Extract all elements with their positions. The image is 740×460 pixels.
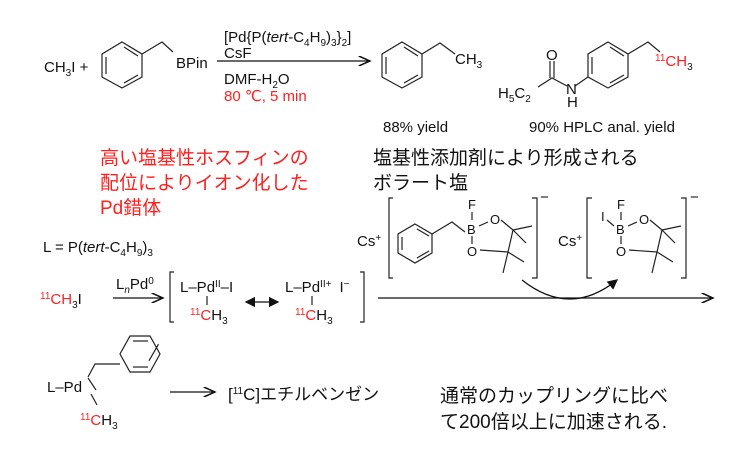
iodo-borate-salt: Cs+ − I F B O O (558, 189, 699, 279)
svg-text:配位によりイオン化した: 配位によりイオン化した (100, 172, 309, 194)
svg-text:Cs+: Cs+ (558, 233, 582, 250)
product1-yield: 88% yield (383, 119, 448, 136)
base-label: CsF (224, 45, 252, 62)
svg-text:11CH3: 11CH3 (295, 307, 333, 327)
svg-text:ボラート塩: ボラート塩 (373, 172, 468, 194)
svg-text:11CH3: 11CH3 (655, 53, 693, 73)
iodide-transfer-curved-arrow (521, 279, 619, 300)
temperature-time-label: 80 ℃, 5 min (224, 88, 307, 105)
svg-text:L–PdII+I−: L–PdII+I− (285, 279, 350, 296)
svg-text:F: F (468, 197, 476, 212)
labeled-amide-product: O N H H5C2 11CH3 90% HPLC anal. yield (498, 41, 693, 136)
svg-text:高い塩基性ホスフィンの: 高い塩基性ホスフィンの (100, 147, 309, 169)
conclusion-note: 通常のカップリングに比べ て200倍以上に加速される. (440, 385, 668, 433)
svg-text:て200倍以上に加速される.: て200倍以上に加速される. (440, 411, 667, 433)
svg-text:F: F (617, 197, 625, 212)
svg-text:−: − (690, 189, 699, 206)
red-note: 高い塩基性ホスフィンの 配位によりイオン化した Pd錯体 (100, 147, 309, 219)
svg-text:11CH3: 11CH3 (190, 307, 228, 327)
catalyst-label: [Pd{P(tert-C4H9)3}2] (224, 29, 351, 49)
reaction-conditions: [Pd{P(tert-C4H9)3}2] CsF DMF-H2O 80 ℃, 5… (217, 29, 370, 105)
svg-text:−: − (540, 189, 549, 206)
borate-note: 塩基性添加剤により形成される ボラート塩 (373, 147, 639, 194)
svg-text:L–PdII–I: L–PdII–I (180, 279, 233, 296)
labeled-methyl-iodide: 11CH3I (40, 291, 82, 311)
benzyl-methyl-pd-intermediate: L–Pd 11CH3 (47, 335, 161, 432)
svg-text:塩基性添加剤により形成される: 塩基性添加剤により形成される (373, 147, 639, 169)
pd-complex-resonance: L–PdII–I 11CH3 L–PdII+I− 11CH3 (169, 271, 365, 327)
solvent-label: DMF-H2O (224, 71, 290, 91)
svg-text:O: O (639, 212, 649, 227)
svg-text:O: O (467, 244, 477, 259)
svg-text:Pd錯体: Pd錯体 (100, 197, 161, 219)
svg-text:L–Pd: L–Pd (47, 379, 82, 396)
svg-text:H5C2: H5C2 (498, 85, 531, 105)
svg-text:O: O (546, 47, 558, 64)
svg-text:O: O (490, 212, 500, 227)
oxidative-addition-label: LnPd0 (116, 276, 154, 296)
svg-text:CH3: CH3 (455, 51, 483, 71)
svg-text:通常のカップリングに比べ: 通常のカップリングに比べ (440, 385, 668, 407)
benzyl-bpin-structure: BPin (101, 41, 208, 89)
benzyl-borate-salt: Cs+ − F B O O (357, 189, 549, 279)
labeled-ethylbenzene-label: [11C]エチルベンゼン (228, 385, 379, 404)
svg-text:11CH3: 11CH3 (80, 412, 118, 432)
ligand-definition: L = P(tert-C4H9)3 (43, 239, 153, 259)
svg-text:B: B (616, 222, 625, 237)
svg-text:Cs+: Cs+ (357, 233, 381, 250)
svg-text:CH3I +: CH3I + (44, 59, 89, 79)
ethylbenzene-product: CH3 88% yield (381, 41, 483, 136)
methyl-iodide-reagent: CH3I + (44, 59, 89, 79)
svg-text:I: I (601, 209, 605, 224)
svg-text:B: B (467, 222, 476, 237)
bpin-label: BPin (176, 55, 208, 72)
svg-text:H: H (567, 94, 578, 111)
product2-yield: 90% HPLC anal. yield (529, 119, 675, 136)
svg-text:O: O (616, 244, 626, 259)
svg-text:N: N (566, 81, 577, 98)
